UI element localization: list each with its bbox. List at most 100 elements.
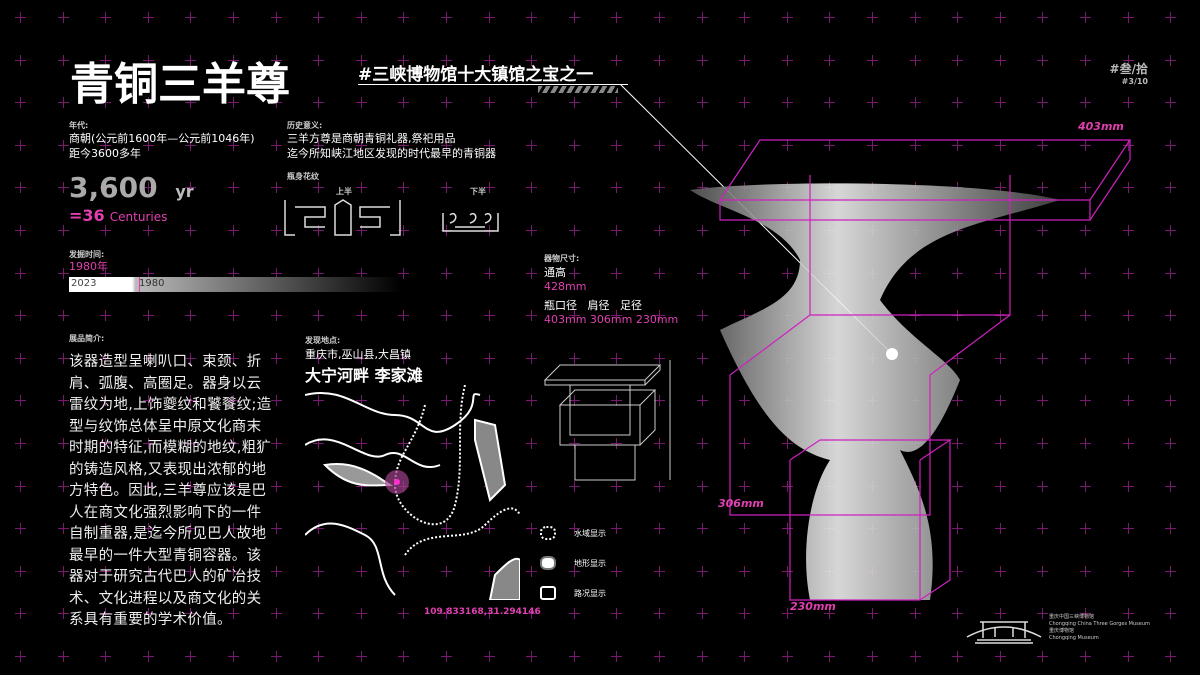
size-label: 器物尺寸:	[544, 254, 580, 263]
excavation-section: 发掘时间: 1980年	[69, 250, 108, 273]
timeline-mark-label: 1980	[139, 278, 165, 289]
grid-plus	[483, 352, 495, 364]
grid-plus	[1080, 651, 1091, 662]
vessel-3d-render	[690, 139, 1132, 601]
grid-plus	[909, 651, 921, 662]
page-cn: #叁/拾	[1109, 62, 1148, 76]
grid-plus	[696, 651, 708, 662]
grid-plus	[611, 54, 623, 66]
grid-plus	[1122, 651, 1134, 662]
grid-plus	[611, 651, 623, 662]
grid-plus	[228, 310, 239, 322]
museum2-name-cn: 重庆博物馆	[1049, 628, 1075, 634]
grid-plus	[185, 225, 197, 236]
era-section: 年代: 商朝(公元前1600年—公元前1046年) 距今3600多年 3,600…	[69, 120, 255, 225]
grid-plus	[611, 608, 623, 620]
centuries-value: =36	[69, 206, 105, 225]
grid-plus	[57, 139, 69, 151]
intro-label: 展品简介:	[69, 334, 105, 343]
grid-plus	[185, 12, 197, 23]
grid-plus	[15, 480, 26, 492]
grid-plus	[100, 225, 112, 236]
intro-section: 展品简介: 该器造型呈喇叭口、束颈、折肩、弧腹、高圈足。器身以云雷纹为地,上饰夔…	[69, 333, 274, 632]
grid-plus	[15, 54, 26, 66]
grid-plus	[15, 225, 26, 236]
grid-plus	[15, 523, 26, 535]
grid-plus	[526, 438, 538, 449]
grid-plus	[398, 12, 410, 23]
road-icon	[540, 586, 556, 600]
grid-plus	[1122, 12, 1134, 23]
grid-plus	[654, 523, 665, 535]
grid-plus	[1080, 12, 1091, 23]
grid-plus	[1165, 438, 1177, 449]
grid-plus	[696, 54, 708, 66]
grid-plus	[781, 12, 793, 23]
grid-plus	[270, 182, 282, 194]
location-label: 发现地点:	[305, 336, 341, 345]
grid-plus	[15, 310, 26, 322]
grid-plus	[824, 651, 836, 662]
museum-name-en: Chongqing China Three Gorges Museum	[1049, 621, 1150, 627]
grid-plus	[909, 54, 921, 66]
grid-plus	[270, 12, 282, 23]
dims-value: 403mm 306mm 230mm	[544, 313, 679, 326]
dim-bottom-label: 230mm	[790, 600, 836, 613]
grid-plus	[739, 54, 751, 66]
pattern-upper-label: 上半	[336, 187, 352, 196]
timeline-start: 2023	[71, 278, 97, 289]
grid-plus	[1165, 523, 1177, 535]
grid-plus	[355, 12, 367, 23]
grid-plus	[867, 651, 878, 662]
grid-plus	[526, 395, 538, 407]
grid-plus	[526, 565, 538, 577]
grid-plus	[568, 651, 580, 662]
grid-plus	[611, 12, 623, 23]
intro-text: 该器造型呈喇叭口、束颈、折肩、弧腹、高圈足。器身以云雷纹为地,上饰夔纹和饕餮纹;…	[69, 354, 272, 628]
grid-plus	[398, 608, 410, 620]
grid-plus	[1165, 608, 1177, 620]
grid-plus	[57, 97, 69, 109]
museum-name-cn: 重庆中国三峡博物馆	[1049, 614, 1095, 620]
grid-plus	[654, 565, 665, 577]
grid-plus	[952, 12, 964, 23]
grid-plus	[15, 438, 26, 449]
location-map	[305, 385, 520, 600]
history-line1: 三羊方尊是商朝青铜礼器,祭祀用品	[287, 132, 456, 145]
grid-plus	[952, 97, 964, 109]
grid-plus	[441, 651, 452, 662]
grid-plus	[483, 12, 495, 23]
grid-plus	[952, 651, 964, 662]
subtitle: #三峡博物馆十大镇馆之宝之一	[358, 65, 594, 85]
grid-plus	[355, 97, 367, 109]
era-dates: 商朝(公元前1600年—公元前1046年)	[69, 132, 255, 145]
grid-plus	[441, 310, 452, 322]
grid-plus	[526, 523, 538, 535]
legend-item-road[interactable]: 路况显示	[540, 578, 606, 608]
grid-plus	[228, 651, 239, 662]
grid-plus	[15, 352, 26, 364]
grid-plus	[526, 182, 538, 194]
grid-plus	[1037, 12, 1049, 23]
grid-plus	[313, 12, 325, 23]
page-indicator: #叁/拾 #3/10	[1110, 60, 1148, 86]
legend-item-water[interactable]: 水域显示	[540, 518, 606, 548]
museum2-name-en: Chongqing Museum	[1049, 635, 1099, 641]
water-icon	[540, 526, 556, 540]
grid-plus	[100, 651, 112, 662]
legend-label: 水域显示	[574, 528, 606, 538]
grid-plus	[57, 54, 69, 66]
grid-plus	[739, 12, 751, 23]
grid-plus	[654, 608, 665, 620]
grid-plus	[1037, 54, 1049, 66]
grid-plus	[185, 310, 197, 322]
grid-plus	[994, 97, 1006, 109]
grid-plus	[15, 139, 26, 151]
grid-plus	[441, 352, 452, 364]
grid-plus	[270, 651, 282, 662]
grid-plus	[142, 651, 154, 662]
legend-item-terrain[interactable]: 地形显示	[540, 548, 606, 578]
page-num: #3/10	[1121, 77, 1148, 86]
grid-plus	[15, 395, 26, 407]
dim-mid-label: 306mm	[718, 497, 764, 510]
